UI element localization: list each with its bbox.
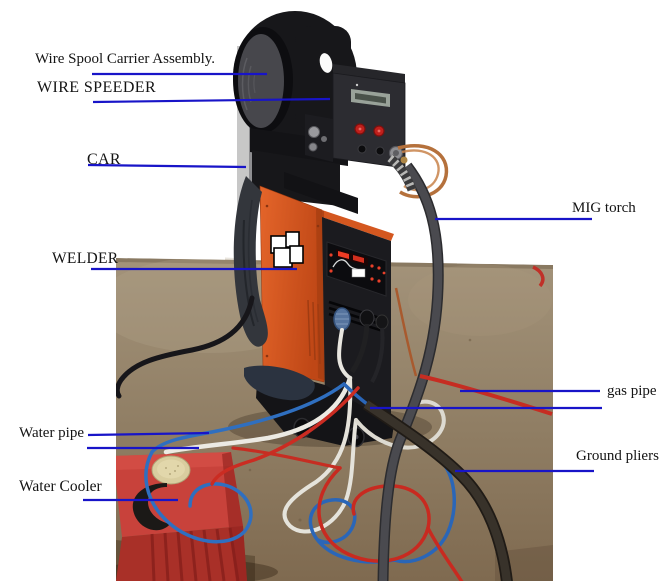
power-cable bbox=[116, 295, 255, 399]
overlay-squares-artifact bbox=[270, 231, 304, 268]
label-water-pipe: Water pipe bbox=[19, 425, 85, 441]
leader-car bbox=[87, 163, 247, 169]
label-gas-pipe: gas pipe bbox=[607, 383, 657, 399]
leader-wire-speeder bbox=[92, 97, 331, 104]
label-wire-speeder: WIRE SPEEDER bbox=[37, 79, 157, 96]
ground-cable bbox=[362, 399, 513, 581]
copper-wire-loop bbox=[397, 144, 449, 199]
gas-hose bbox=[419, 265, 553, 416]
water-hose-blue bbox=[150, 382, 346, 454]
cooler-handle bbox=[132, 483, 170, 531]
label-car: CAR bbox=[87, 151, 121, 168]
mig-torch-cable bbox=[377, 154, 444, 581]
label-mig-torch: MIG torch bbox=[572, 200, 636, 216]
label-ground-pliers: Ground pliers bbox=[576, 448, 659, 464]
cable-bundle bbox=[233, 176, 315, 401]
wire-feeder bbox=[305, 64, 408, 169]
led-indicators bbox=[329, 253, 386, 283]
label-water-cooler: Water Cooler bbox=[19, 478, 102, 495]
label-wire-spool-carrier-assembly: Wire Spool Carrier Assembly. bbox=[35, 51, 216, 67]
leader-water-pipe-1 bbox=[87, 431, 210, 437]
leader-lines bbox=[83, 72, 602, 502]
led-display bbox=[353, 255, 364, 263]
water-hose-red bbox=[210, 386, 360, 486]
cooler-ribs bbox=[150, 527, 240, 581]
overlay-rect-artifact bbox=[351, 268, 366, 278]
led-display bbox=[338, 251, 349, 259]
label-welder: WELDER bbox=[52, 250, 119, 267]
water-cooler-box bbox=[116, 452, 278, 581]
spool-handle-hole bbox=[319, 53, 333, 73]
